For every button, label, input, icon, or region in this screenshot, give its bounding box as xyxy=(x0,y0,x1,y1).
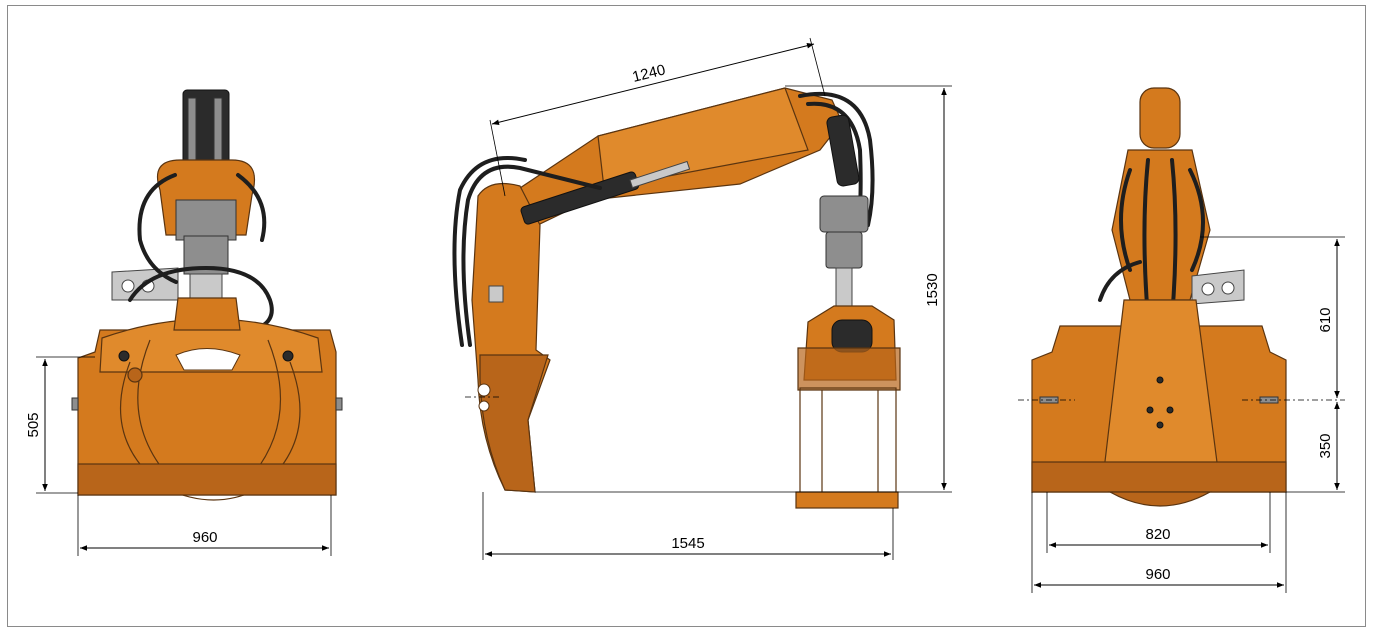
front-view: 505 960 xyxy=(25,89,343,556)
lift-cylinder-rod xyxy=(629,160,691,189)
bracket-hole xyxy=(1221,281,1235,295)
side-pin xyxy=(335,397,343,411)
bolt xyxy=(1166,406,1174,414)
hydraulic-hose xyxy=(236,173,267,242)
dim-total-height: 1530 xyxy=(924,273,941,306)
grapple-tines xyxy=(799,387,897,507)
hydraulic-hose xyxy=(137,173,178,284)
bracket-hole xyxy=(121,279,135,293)
bolt xyxy=(1156,376,1164,384)
dim-reach: 1545 xyxy=(671,535,704,552)
extension-line xyxy=(809,37,826,97)
grapple-cylinder xyxy=(831,319,873,353)
dim-rear-inner-width: 820 xyxy=(1145,526,1170,543)
pin xyxy=(127,367,143,383)
cylinder-rod xyxy=(187,97,197,169)
side-pin xyxy=(71,397,79,411)
mount-hole xyxy=(477,383,491,397)
jaw-tip xyxy=(1107,491,1213,507)
dim-rear-upper: 610 xyxy=(1317,307,1334,332)
rotator-housing xyxy=(175,199,237,241)
hydraulic-hose xyxy=(1188,168,1205,272)
grapple-jaw xyxy=(119,361,301,501)
hydraulic-hose xyxy=(128,265,274,328)
hanger-plate xyxy=(173,297,241,331)
dim-front-height: 505 xyxy=(25,412,42,437)
rotator-top xyxy=(1139,87,1181,149)
mounting-bracket xyxy=(1191,269,1245,305)
dim-rear-outer-width: 960 xyxy=(1145,566,1170,583)
bolt xyxy=(282,350,294,362)
link-block xyxy=(189,273,223,301)
rotator xyxy=(819,195,869,233)
bolt xyxy=(1146,406,1154,414)
hydraulic-hose xyxy=(798,91,875,227)
hydraulic-hose xyxy=(1098,260,1142,302)
hydraulic-hose xyxy=(461,164,602,347)
grapple-base xyxy=(795,491,899,509)
bolt xyxy=(1156,421,1164,429)
rear-view: 610 350 820 960 xyxy=(1018,87,1345,593)
dim-rear-lower: 350 xyxy=(1317,433,1334,458)
dim-line-1240 xyxy=(491,42,815,126)
cylinder-rod xyxy=(213,97,223,169)
hydraulic-hose xyxy=(1119,168,1132,272)
dim-front-width: 960 xyxy=(192,529,217,546)
mount-hole xyxy=(478,400,490,412)
bucket-bottom xyxy=(77,463,337,496)
side-view: 1240 1530 1545 xyxy=(452,37,952,560)
slot-opening xyxy=(175,348,241,371)
link-cylinder xyxy=(826,114,860,187)
column-foot xyxy=(479,354,549,493)
link-shaft xyxy=(835,267,853,309)
bracket-plate xyxy=(488,285,504,303)
hydraulic-hose xyxy=(452,156,527,347)
extension-line xyxy=(489,119,506,197)
drawing-frame xyxy=(7,5,1366,627)
bolt xyxy=(118,350,130,362)
grapple-frame xyxy=(797,347,901,391)
bucket-bottom xyxy=(1031,461,1287,493)
bracket-hole xyxy=(1201,282,1215,296)
rotator-lower xyxy=(825,231,863,269)
